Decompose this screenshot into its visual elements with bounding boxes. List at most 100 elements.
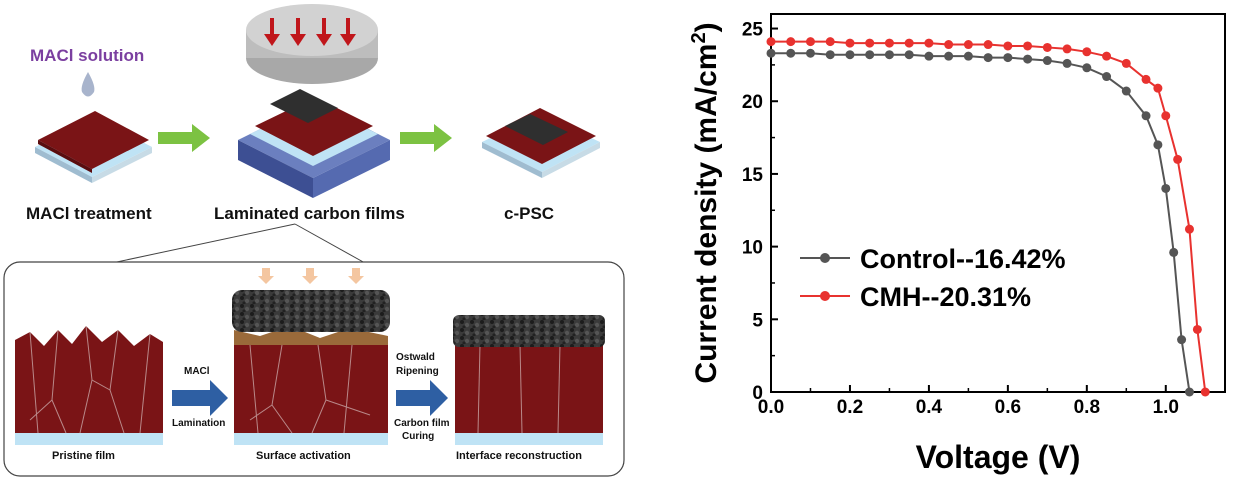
- arrow2-top-label-1: Ostwald: [396, 352, 435, 363]
- legend-marker: [820, 291, 830, 301]
- green-arrow-icon: [158, 124, 210, 152]
- stage-label-activation: Surface activation: [256, 450, 351, 462]
- data-point: [766, 37, 776, 47]
- data-point: [1023, 54, 1033, 64]
- x-tick-label: 0.0: [758, 397, 784, 418]
- arrow2-bottom-label-1: Carbon film: [394, 418, 450, 429]
- data-point: [1177, 335, 1187, 345]
- legend-label: CMH--20.31%: [860, 282, 1031, 312]
- data-point: [786, 48, 796, 58]
- y-tick-label: 0: [752, 383, 763, 404]
- data-point: [983, 40, 993, 50]
- x-tick-label: 1.0: [1153, 397, 1179, 418]
- data-point: [1121, 58, 1131, 68]
- data-point: [904, 38, 914, 48]
- arrow1-top-label: MACl: [184, 366, 210, 377]
- data-point: [1153, 140, 1163, 150]
- arrow1-bottom-label: Lamination: [172, 418, 226, 429]
- data-point: [1062, 44, 1072, 54]
- fabrication-schematic: [3, 4, 625, 477]
- stage-label-pristine: Pristine film: [52, 450, 115, 462]
- step-label-macl-treatment: MACl treatment: [26, 204, 152, 223]
- step-label-c-psc: c-PSC: [504, 204, 555, 223]
- data-point: [1192, 324, 1202, 334]
- data-point: [825, 37, 835, 47]
- data-point: [1200, 387, 1210, 397]
- x-tick-label: 0.2: [837, 397, 863, 418]
- pressure-arrows-icon: [258, 268, 364, 284]
- y-tick-label: 25: [742, 20, 764, 41]
- arrow2-top-label-2: Ripening: [396, 366, 439, 377]
- x-axis-label: Voltage (V): [916, 439, 1081, 475]
- data-point: [865, 38, 875, 48]
- data-point: [884, 50, 894, 60]
- blue-arrow-icon: [396, 380, 448, 416]
- data-point: [1184, 387, 1194, 397]
- data-point: [1042, 42, 1052, 52]
- interface-reconstruction-film: [453, 315, 605, 445]
- data-point: [1169, 247, 1179, 257]
- y-axis-label: Current density (mA/cm2): [688, 22, 723, 383]
- data-point: [1082, 63, 1092, 73]
- surface-activation-film: [232, 268, 390, 445]
- data-point: [1062, 58, 1072, 68]
- legend-marker: [820, 253, 830, 263]
- data-point: [805, 48, 815, 58]
- blue-arrow-icon: [172, 380, 228, 416]
- green-arrow-icon: [400, 124, 452, 152]
- data-point: [983, 53, 993, 63]
- data-point: [1161, 111, 1171, 121]
- laminated-device: [238, 89, 390, 198]
- data-point: [805, 37, 815, 47]
- data-point: [1161, 183, 1171, 193]
- data-point: [1173, 154, 1183, 164]
- macl-treatment-device: [35, 111, 152, 183]
- x-tick-label: 0.4: [916, 397, 943, 418]
- data-point: [1003, 53, 1013, 63]
- data-point: [786, 37, 796, 47]
- data-point: [1153, 83, 1163, 93]
- data-point: [1102, 72, 1112, 82]
- data-point: [1102, 51, 1112, 61]
- data-point: [924, 38, 934, 48]
- y-tick-label: 5: [752, 310, 763, 331]
- data-point: [884, 38, 894, 48]
- data-point: [924, 51, 934, 61]
- data-point: [1023, 41, 1033, 51]
- x-tick-label: 0.8: [1074, 397, 1100, 418]
- data-point: [825, 50, 835, 60]
- data-point: [944, 51, 954, 61]
- series-line-1: [771, 40, 1207, 393]
- y-tick-label: 15: [742, 165, 764, 186]
- press-arrows-icon: [264, 18, 356, 46]
- data-point: [845, 50, 855, 60]
- legend-label: Control--16.42%: [860, 244, 1066, 274]
- stage-label-reconstruction: Interface reconstruction: [456, 450, 582, 462]
- data-point: [845, 38, 855, 48]
- arrow2-bottom-label-2: Curing: [402, 431, 435, 442]
- data-point: [865, 50, 875, 60]
- plot-frame: [770, 13, 1226, 393]
- c-psc-device: [482, 108, 600, 178]
- y-tick-label: 10: [742, 238, 763, 259]
- data-point: [1042, 56, 1052, 66]
- pristine-film: [15, 325, 163, 445]
- data-point: [1141, 74, 1151, 84]
- series-line-0: [771, 52, 1191, 393]
- data-point: [1003, 41, 1013, 51]
- data-point: [1141, 111, 1151, 121]
- data-point: [944, 40, 954, 50]
- data-point: [1082, 47, 1092, 57]
- x-tick-label: 0.6: [995, 397, 1021, 418]
- data-point: [963, 40, 973, 50]
- step-label-laminated: Laminated carbon films: [214, 204, 405, 223]
- solution-label: MACl solution: [30, 46, 145, 65]
- data-point: [963, 51, 973, 61]
- data-point: [1184, 224, 1194, 234]
- press-disk: [246, 4, 378, 84]
- data-point: [766, 48, 776, 58]
- data-point: [904, 50, 914, 60]
- droplet-icon: [81, 72, 95, 97]
- data-point: [1121, 86, 1131, 96]
